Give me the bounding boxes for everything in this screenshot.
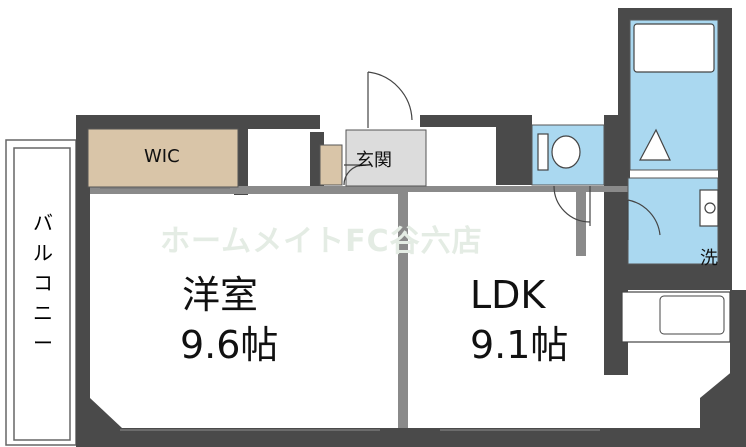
entrance-label: 玄関 [356, 150, 392, 171]
storage-door [343, 164, 366, 186]
wic-area [87, 128, 239, 188]
ldk-size: 9.1帖 [470, 323, 569, 367]
balcony-char: バ [33, 211, 53, 235]
western-room-name: 洋室 [182, 273, 259, 317]
entrance-storage [319, 144, 343, 186]
walls [76, 8, 746, 447]
watermark: ホームメイトFC谷六店 [160, 224, 483, 259]
balcony-char: ー [33, 331, 53, 355]
entrance-floor [345, 129, 427, 187]
wash-basin [699, 189, 719, 227]
toilet-door [553, 185, 591, 226]
bathtub [633, 23, 715, 73]
entrance-door [367, 71, 413, 128]
toilet-fixture [537, 133, 581, 171]
washroom-label: 洗 [700, 248, 718, 269]
western-room-size: 9.6帖 [180, 323, 279, 367]
balcony-char: ル [33, 241, 53, 265]
ldk-name: LDK [470, 273, 546, 317]
wic-label: WIC [144, 146, 180, 167]
bath-door [639, 128, 671, 161]
windows [100, 187, 600, 431]
kitchen-sink [659, 295, 725, 335]
balcony-label: バ ル コ ニ ー [30, 208, 56, 358]
balcony-char: ニ [33, 301, 53, 325]
wash-door [627, 199, 661, 240]
balcony-char: コ [33, 271, 53, 295]
